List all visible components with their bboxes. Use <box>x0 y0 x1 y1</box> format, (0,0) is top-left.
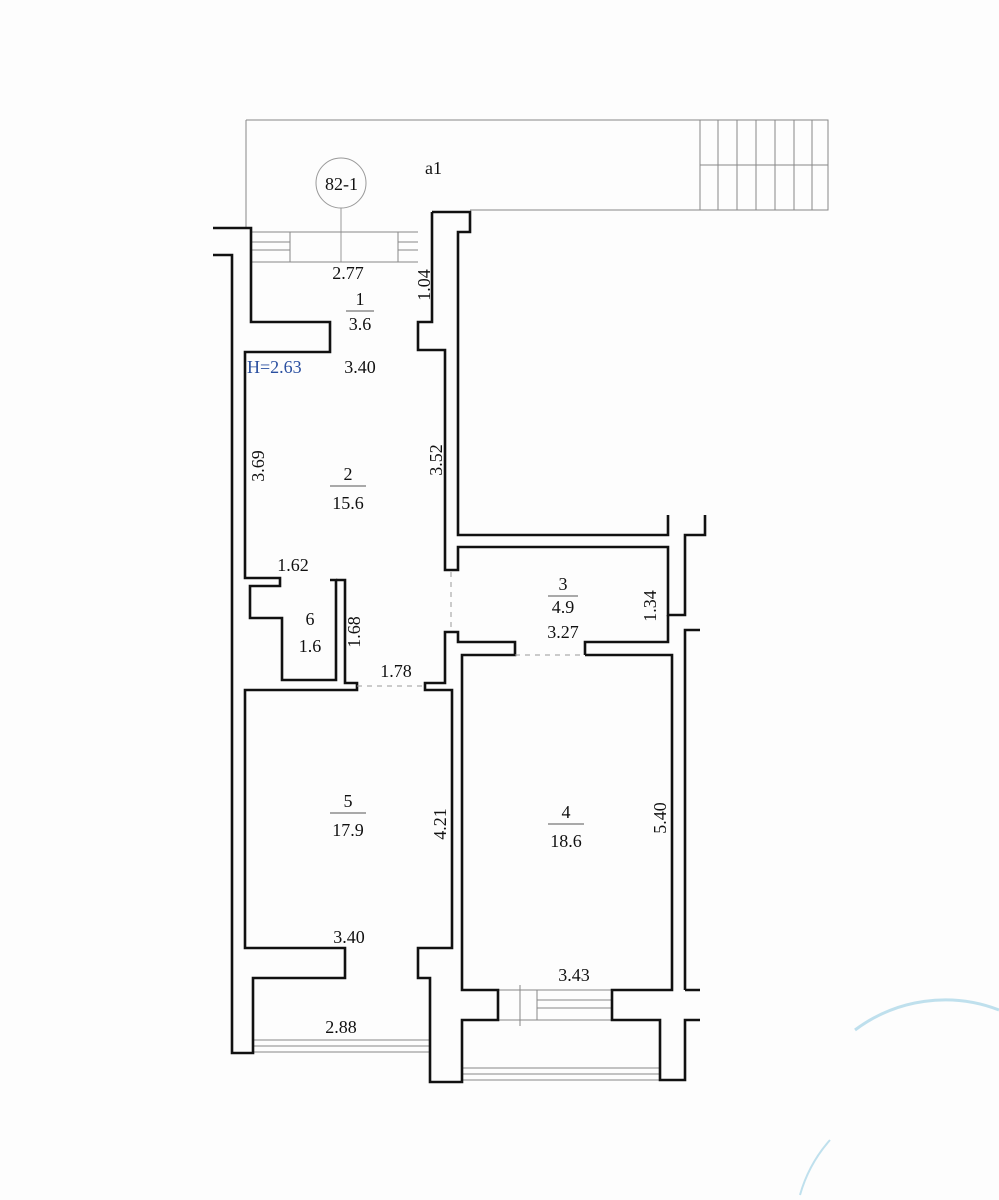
windows <box>251 231 660 1081</box>
dim-room2-top: 3.40 <box>344 357 376 377</box>
dim-balcony5-width: 2.88 <box>325 1017 357 1037</box>
terrace <box>245 119 829 228</box>
svg-text:4.9: 4.9 <box>552 597 575 617</box>
svg-text:6: 6 <box>306 609 315 629</box>
dim-room5-width: 3.40 <box>333 927 365 947</box>
dim-room4-depth: 5.40 <box>650 802 670 834</box>
dim-door-width: 1.78 <box>380 661 412 681</box>
room-3-label: 3 4.9 <box>548 574 578 617</box>
stamp <box>799 998 999 1196</box>
dim-room4-width: 3.43 <box>558 965 590 985</box>
room-6-label: 6 1.6 <box>299 609 322 656</box>
walls <box>213 210 707 1084</box>
room-1-label: 1 3.6 <box>346 289 374 334</box>
ceiling-height-label: H=2.63 <box>247 357 302 377</box>
svg-text:1: 1 <box>356 289 365 309</box>
door-openings <box>357 572 585 687</box>
dim-room2-left: 3.69 <box>248 450 268 482</box>
svg-text:15.6: 15.6 <box>332 493 364 513</box>
dim-room6-width: 1.62 <box>277 555 309 575</box>
svg-text:5: 5 <box>344 791 353 811</box>
svg-text:4: 4 <box>562 802 571 822</box>
room-2-label: 2 15.6 <box>330 464 366 513</box>
dim-room3-depth: 1.34 <box>640 590 660 622</box>
dim-room5-depth: 4.21 <box>430 808 450 840</box>
unit-marker <box>315 157 367 262</box>
svg-text:17.9: 17.9 <box>332 820 364 840</box>
dim-room2-right: 3.52 <box>426 444 446 476</box>
dim-room1-width: 2.77 <box>332 263 364 283</box>
unit-id-label: 82-1 <box>325 174 358 194</box>
room-4-label: 4 18.6 <box>548 802 584 851</box>
svg-text:2: 2 <box>344 464 353 484</box>
dim-room3-width: 3.27 <box>547 622 579 642</box>
svg-text:3: 3 <box>559 574 568 594</box>
dim-room1-depth: 1.04 <box>414 269 434 301</box>
room-5-label: 5 17.9 <box>330 791 366 840</box>
terrace-label: a1 <box>425 158 442 178</box>
dim-room6-depth: 1.68 <box>344 616 364 648</box>
svg-text:1.6: 1.6 <box>299 636 322 656</box>
svg-text:3.6: 3.6 <box>349 314 372 334</box>
svg-text:18.6: 18.6 <box>550 831 582 851</box>
